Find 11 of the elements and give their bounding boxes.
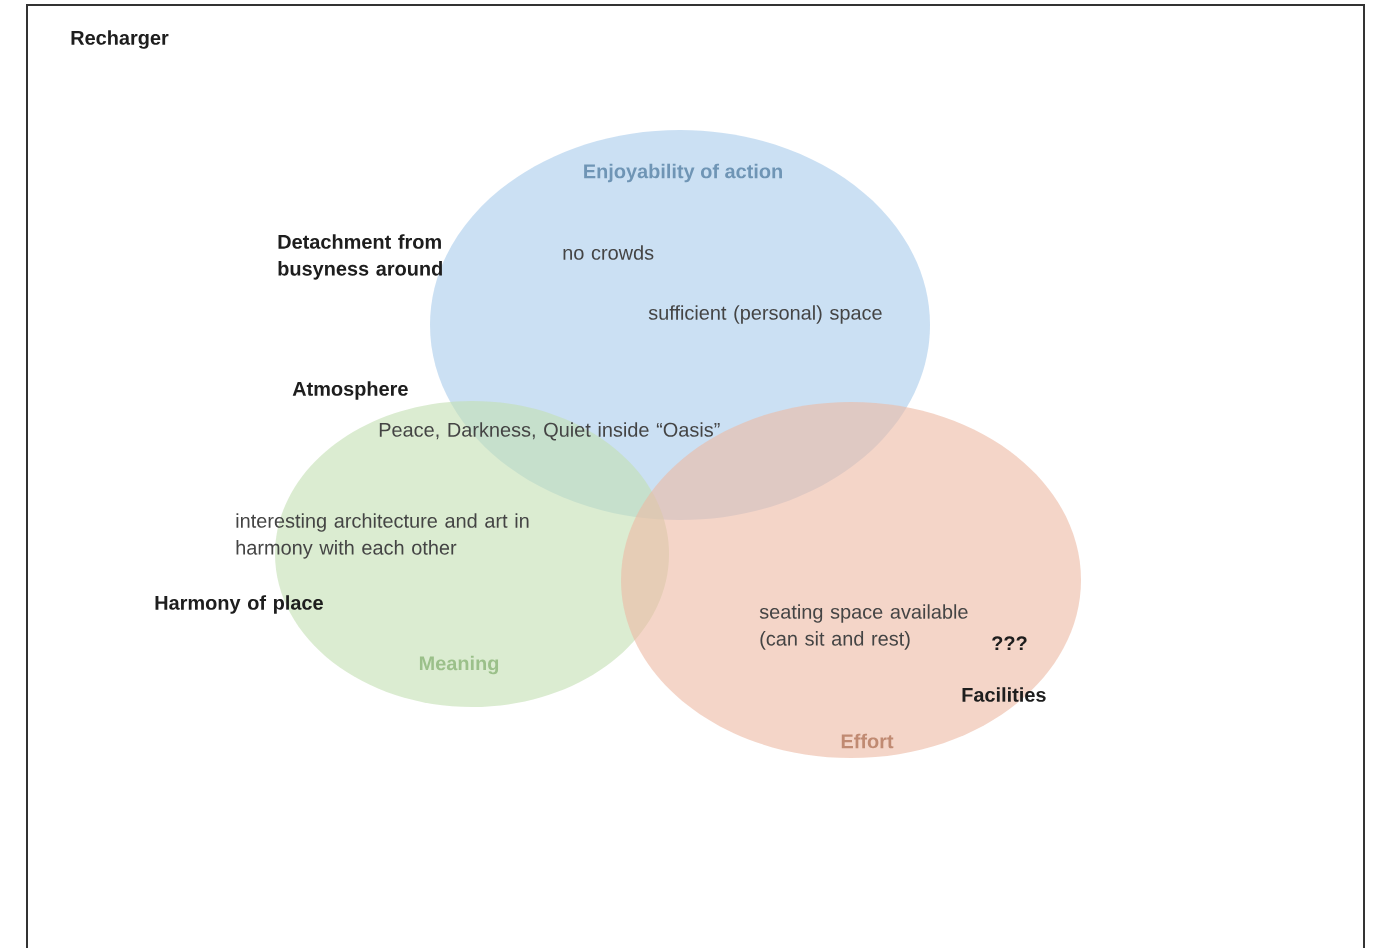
note-text: sufficient (personal) space	[648, 305, 882, 324]
title: Recharger	[71, 30, 169, 49]
heading-label: Detachment from busyness around	[278, 234, 442, 280]
note-text: Peace, Darkness, Quiet inside “Oasis”	[379, 422, 720, 441]
heading-label: ???	[992, 636, 1027, 651]
heading-label: Atmosphere	[292, 381, 408, 400]
heading-label: Harmony of place	[155, 595, 323, 614]
note-text: interesting architecture and art in harmony with each other	[236, 513, 529, 559]
note-text: no crowds	[563, 245, 654, 260]
heading-label: Facilities	[962, 687, 1046, 702]
note-text: seating space available (can sit and rest)	[759, 604, 968, 650]
